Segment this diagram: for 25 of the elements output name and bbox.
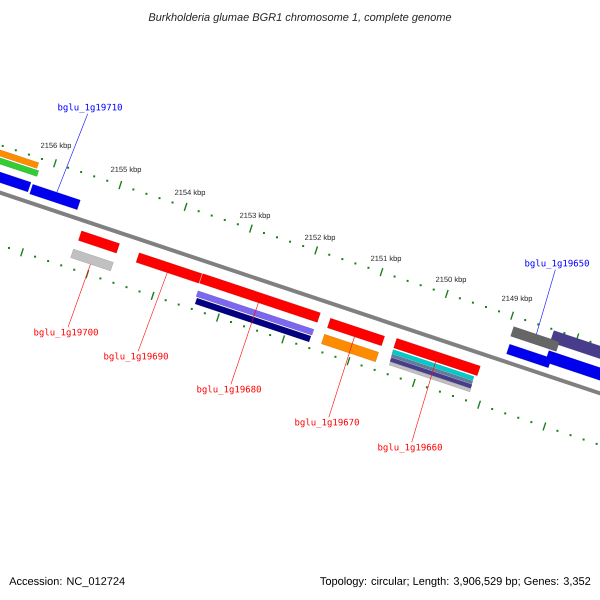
gene-label: bglu_1g19670 (295, 418, 359, 428)
footer-text: Accession: NC_012724 (9, 576, 125, 588)
gene-label: bglu_1g19700 (34, 328, 98, 338)
title: Burkholderia glumae BGR1 chromosome 1, complete genome (148, 12, 452, 24)
gene-label: bglu_1g19650 (525, 260, 589, 268)
leader-line (68, 264, 91, 328)
gene-bar (510, 326, 560, 352)
gene-bar (136, 252, 202, 284)
leader-line (411, 362, 436, 443)
gene-bar (70, 248, 114, 272)
leader-line (536, 269, 556, 334)
gene-label: bglu_1g19660 (378, 444, 442, 452)
leader-line (230, 302, 259, 385)
leader-line (56, 113, 88, 192)
leader-line (328, 336, 355, 418)
footer-text: Topology: circular; Length: 3,906,529 bp; Genes: 3,352 (320, 576, 590, 588)
gene-label: bglu_1g19680 (197, 386, 261, 394)
gene-label: bglu_1g19710 (58, 104, 122, 112)
gene-bar (30, 184, 80, 210)
gene-bar (327, 318, 385, 346)
gene-label: bglu_1g19690 (104, 352, 168, 362)
gene-bar (394, 338, 480, 376)
gene-bar (199, 274, 321, 322)
leader-line (138, 272, 168, 352)
gene-bar (506, 344, 552, 368)
